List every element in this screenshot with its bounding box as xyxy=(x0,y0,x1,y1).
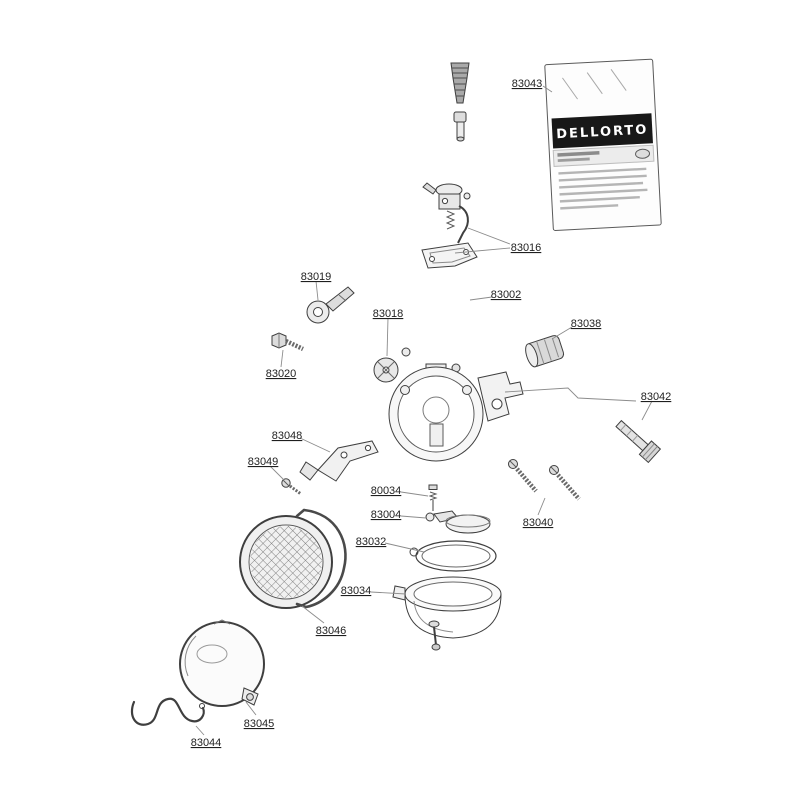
gasket-kit-packet: DELLORTO xyxy=(544,58,662,231)
part-label-83020[interactable]: 83020 xyxy=(266,368,297,380)
filter-spring-clip xyxy=(295,508,347,609)
part-label-83019[interactable]: 83019 xyxy=(301,271,332,283)
packet-logo-band xyxy=(551,113,653,149)
part-label-83045[interactable]: 83045 xyxy=(244,718,275,730)
packet-subband xyxy=(552,144,655,167)
bowl-drain-screw xyxy=(428,620,441,651)
air-filter-screen xyxy=(239,515,333,609)
float-assembly xyxy=(425,510,491,534)
part-label-80034[interactable]: 80034 xyxy=(371,485,402,497)
throttle-slide-assembly xyxy=(422,182,471,244)
part-label-83018[interactable]: 83018 xyxy=(373,308,404,320)
part-label-83032[interactable]: 83032 xyxy=(356,536,387,548)
cover-wire-clip xyxy=(130,697,205,726)
choke-lever xyxy=(306,286,355,324)
filter-cover xyxy=(179,619,265,707)
carburetor-body xyxy=(388,363,524,462)
bracket-screw-83049 xyxy=(281,478,302,496)
leader-lines xyxy=(195,85,653,736)
throttle-disc xyxy=(373,347,411,383)
part-label-83002[interactable]: 83002 xyxy=(491,289,522,301)
part-label-83048[interactable]: 83048 xyxy=(272,430,303,442)
needle-valve-80034 xyxy=(428,484,438,511)
mounting-bracket xyxy=(299,440,379,482)
fastening-bolt-83020 xyxy=(271,332,304,352)
packet-fine-print xyxy=(558,167,648,210)
packet-brand-logo: DELLORTO xyxy=(556,122,649,142)
part-label-83046[interactable]: 83046 xyxy=(316,625,347,637)
part-label-83004[interactable]: 83004 xyxy=(371,509,402,521)
part-label-83016[interactable]: 83016 xyxy=(511,242,542,254)
float-bowl xyxy=(392,576,502,639)
part-label-83042[interactable]: 83042 xyxy=(641,391,672,403)
carb-top-flange xyxy=(421,242,478,269)
part-label-83034[interactable]: 83034 xyxy=(341,585,372,597)
packet-oval-logo xyxy=(635,148,651,159)
part-label-83043[interactable]: 83043 xyxy=(512,78,543,90)
intake-sleeve xyxy=(525,335,565,368)
bowl-screws xyxy=(508,459,581,501)
part-label-83049[interactable]: 83049 xyxy=(248,456,279,468)
part-label-83044[interactable]: 83044 xyxy=(191,737,222,749)
atomizer-jet xyxy=(450,62,470,104)
part-labels: 83043 83016 83019 83002 83018 83038 8302… xyxy=(191,78,672,749)
part-label-83040[interactable]: 83040 xyxy=(523,517,554,529)
jet-holder xyxy=(453,111,467,142)
bowl-gasket xyxy=(409,540,497,572)
packet-fold-marks xyxy=(562,69,627,100)
part-label-83038[interactable]: 83038 xyxy=(571,318,602,330)
long-bolt-83042 xyxy=(615,419,662,464)
